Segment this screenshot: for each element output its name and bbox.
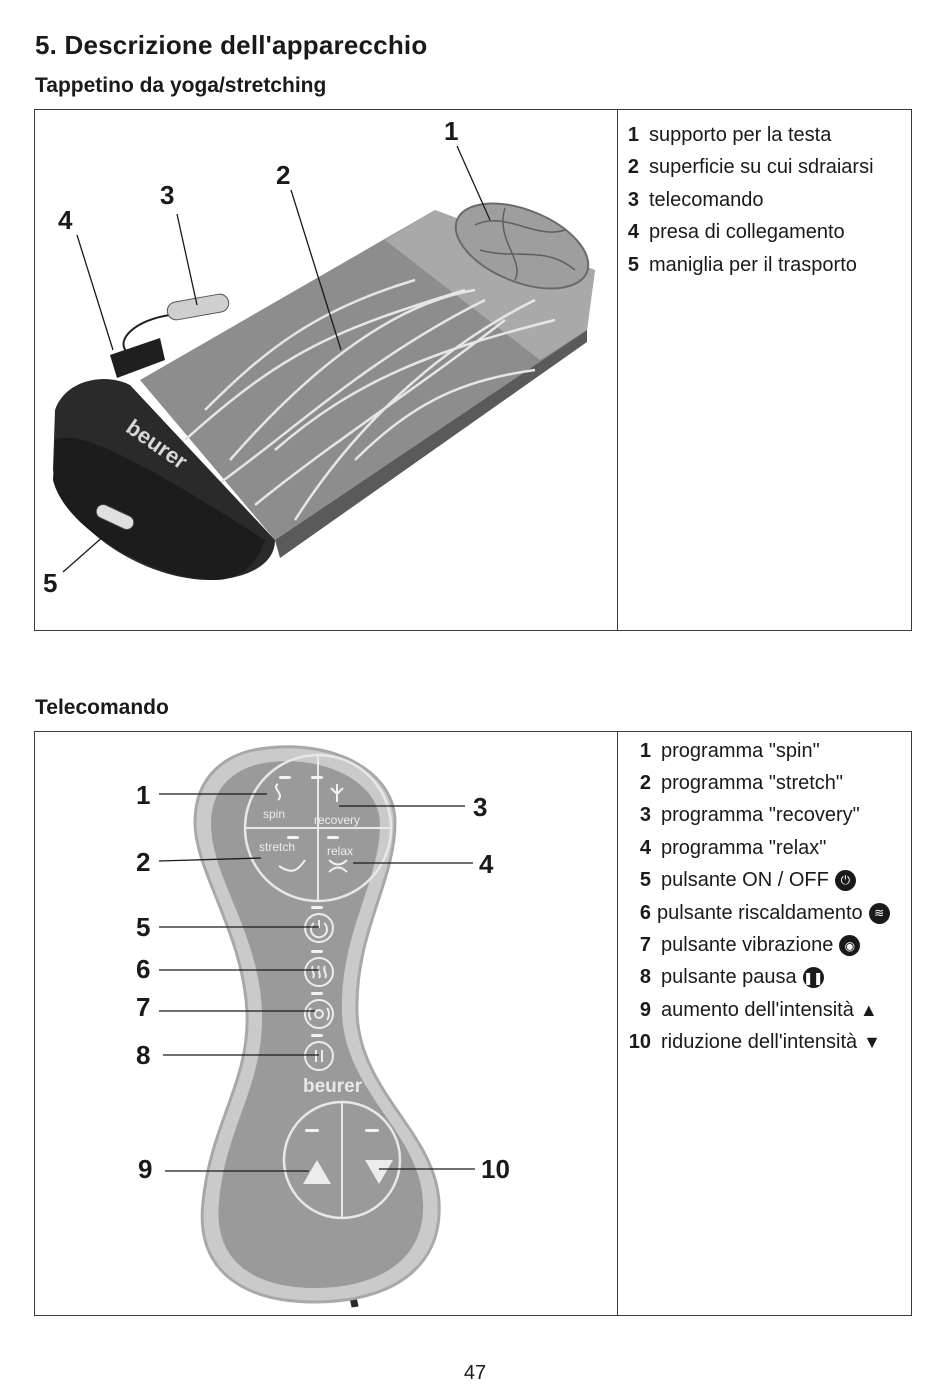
page-number: 47 xyxy=(463,1362,487,1384)
mat-callout-2: 2 xyxy=(276,160,290,190)
label-spin: spin xyxy=(263,807,285,821)
remote-callout-9: 9 xyxy=(138,1154,152,1184)
remote-figure-box: spin recovery stretch relax beurer xyxy=(34,731,912,1316)
pause-button xyxy=(304,1041,334,1071)
mat-callout-3: 3 xyxy=(160,180,174,210)
mat-heading: Tappetino da yoga/stretching xyxy=(35,74,327,97)
remote-heading: Telecomando xyxy=(35,696,169,719)
vibration-button xyxy=(304,999,334,1029)
remote-callout-7: 7 xyxy=(136,992,150,1022)
mat-flap xyxy=(53,437,265,580)
remote-callout-1: 1 xyxy=(136,780,150,810)
head-pillow xyxy=(454,202,590,290)
remote-box-divider xyxy=(617,732,618,1315)
vibration-icon: ◉ xyxy=(839,935,861,957)
remote-face xyxy=(211,761,424,1288)
carry-handle xyxy=(95,504,135,530)
triangle-up-icon: ▲ xyxy=(859,999,878,1020)
label-stretch: stretch xyxy=(259,840,295,854)
stretch-icon xyxy=(278,859,306,872)
mat-remote xyxy=(166,293,230,321)
heat-icon: ≋ xyxy=(868,902,890,924)
heat-button xyxy=(304,957,334,987)
spin-icon xyxy=(275,783,281,801)
remote-brand-logo: beurer xyxy=(303,1076,363,1097)
remote-callout-5: 5 xyxy=(136,912,150,942)
label-recovery: recovery xyxy=(314,813,360,827)
section-title: 5. Descrizione dell'apparecchio xyxy=(35,30,428,60)
mat-callout-1: 1 xyxy=(444,116,458,146)
remote-callout-4: 4 xyxy=(479,849,494,879)
mat-callout-5: 5 xyxy=(43,568,57,598)
remote-illustration: spin recovery stretch relax beurer xyxy=(136,745,510,1308)
relax-icon xyxy=(328,859,348,873)
mat-box-divider xyxy=(617,110,618,630)
intensity-up-button xyxy=(303,1160,331,1184)
mat-illustration: beurer xyxy=(53,145,595,580)
remote-callout-10: 10 xyxy=(481,1154,510,1184)
mat-remote-cable xyxy=(122,314,171,353)
power-button xyxy=(304,913,334,943)
remote-callout-8: 8 xyxy=(136,1040,150,1070)
triangle-down-icon: ▼ xyxy=(863,1032,881,1053)
mat-wave-pattern xyxy=(184,278,556,521)
intensity-down-button xyxy=(365,1160,393,1184)
recovery-icon xyxy=(330,784,344,802)
mat-side xyxy=(275,330,587,558)
led-indicators xyxy=(279,776,379,1132)
mat-callout-4: 4 xyxy=(58,205,73,235)
remote-callout-3: 3 xyxy=(473,792,487,822)
remote-callout-2: 2 xyxy=(136,847,150,877)
connection-socket xyxy=(110,338,165,378)
pause-icon: ❚❚ xyxy=(802,967,824,989)
label-relax: relax xyxy=(327,844,353,858)
remote-callout-6: 6 xyxy=(136,954,150,984)
power-icon: ⏻ xyxy=(834,870,856,892)
